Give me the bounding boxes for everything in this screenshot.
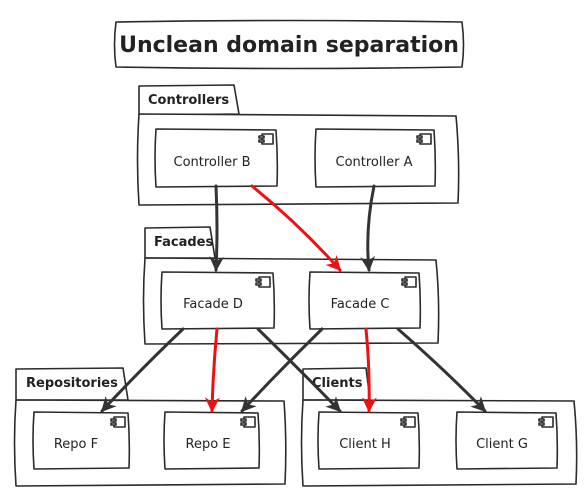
component-icon: [255, 276, 271, 288]
component-icon: [240, 416, 256, 428]
component-controller-a[interactable]: Controller A: [314, 128, 437, 188]
package-label-controllers: Controllers: [148, 93, 229, 108]
edge-controller-b-to-facade-d: [209, 184, 225, 272]
package-label-repositories: Repositories: [26, 376, 118, 391]
component-icon: [538, 416, 554, 428]
component-icon: [401, 276, 417, 288]
component-icon: [400, 416, 416, 428]
package-label-facades: Facades: [154, 235, 213, 250]
component-facade-c[interactable]: Facade C: [308, 271, 422, 330]
package-label-clients: Clients: [312, 376, 363, 391]
component-facade-d[interactable]: Facade D: [160, 271, 276, 330]
diagram-title: Unclean domain separation: [113, 19, 465, 70]
component-label-controller-b: Controller B: [174, 155, 251, 170]
edge-facade-d-to-repo-e: [204, 327, 220, 413]
edge-controller-a-to-facade-c: [360, 184, 376, 272]
component-label-facade-d: Facade D: [183, 297, 243, 312]
component-client-g[interactable]: Client G: [455, 411, 559, 470]
edge-controller-b-to-facade-c: [250, 184, 342, 272]
edge-facade-c-to-client-g: [396, 327, 487, 413]
component-repo-f[interactable]: Repo F: [32, 411, 131, 470]
component-controller-b[interactable]: Controller B: [154, 128, 279, 188]
component-label-facade-c: Facade C: [331, 297, 390, 312]
component-repo-e[interactable]: Repo E: [163, 411, 261, 470]
edge-facade-c-to-repo-e: [240, 327, 324, 413]
component-label-controller-a: Controller A: [336, 155, 413, 170]
dependency-edges: [100, 184, 487, 413]
component-label-repo-e: Repo E: [186, 437, 231, 452]
component-icon: [258, 133, 274, 145]
component-label-repo-f: Repo F: [54, 437, 98, 452]
component-label-client-h: Client H: [339, 437, 391, 452]
edge-facade-c-to-client-h: [361, 327, 377, 413]
edge-facade-d-to-client-h: [256, 327, 342, 413]
component-icon: [416, 133, 432, 145]
component-client-h[interactable]: Client H: [317, 411, 421, 470]
diagram-title-text: Unclean domain separation: [119, 33, 459, 58]
component-icon: [110, 416, 126, 428]
edge-facade-d-to-repo-f: [100, 327, 185, 413]
component-label-client-g: Client G: [476, 437, 528, 452]
